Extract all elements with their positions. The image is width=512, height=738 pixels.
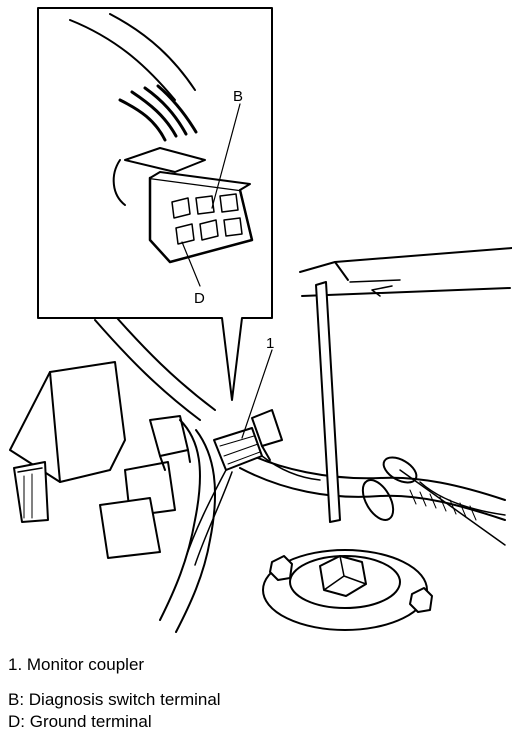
legend-monitor-coupler: 1. Monitor coupler	[8, 655, 145, 674]
inset-detail	[37, 7, 273, 401]
engine-bay-scene	[9, 247, 512, 633]
callout-d: D	[194, 290, 205, 307]
callout-1: 1	[266, 335, 274, 352]
callout-b: B	[233, 88, 243, 105]
engine-bay-illustration: B D 1	[9, 7, 512, 633]
legend-ground-terminal: D: Ground terminal	[8, 712, 152, 731]
legend-diagnosis-terminal: B: Diagnosis switch terminal	[8, 690, 221, 709]
